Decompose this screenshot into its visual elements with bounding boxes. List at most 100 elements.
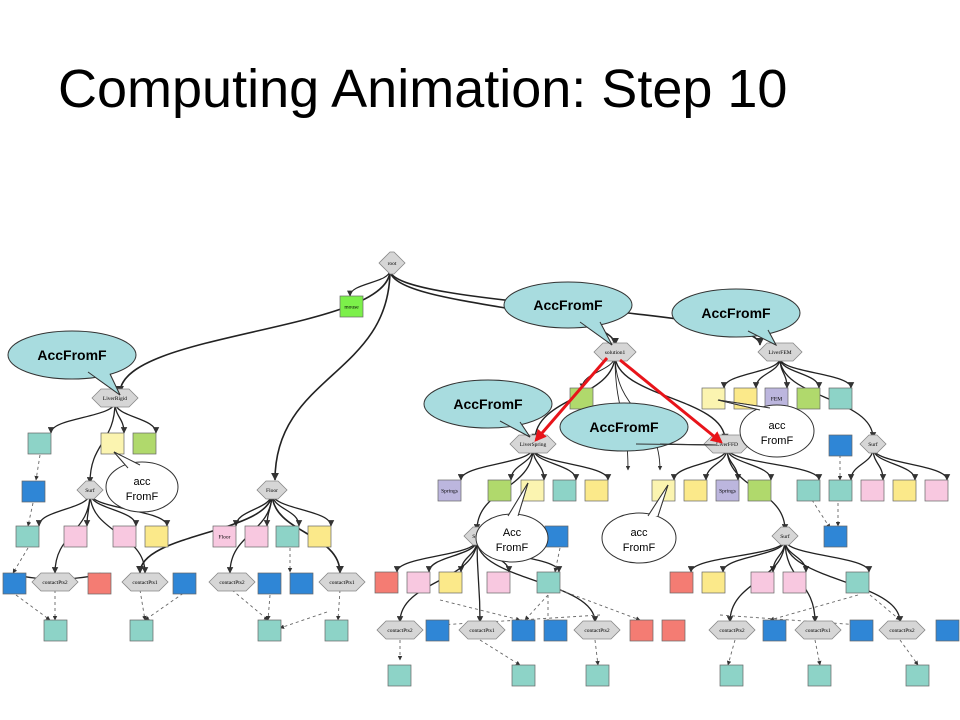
component-box bbox=[425, 619, 450, 642]
contact-points-node: contactPts2 bbox=[208, 572, 256, 592]
callout-text: acc bbox=[768, 420, 786, 432]
component-box bbox=[387, 664, 412, 687]
graph-edge bbox=[719, 539, 786, 573]
component-box bbox=[43, 619, 68, 642]
acc-fromf-callout: AccFromF bbox=[475, 482, 549, 563]
component-box bbox=[828, 434, 853, 457]
mapping-edge bbox=[144, 589, 189, 621]
mapping-edge bbox=[869, 594, 901, 621]
accfromf-callout: AccFromF bbox=[503, 281, 633, 346]
component-box bbox=[112, 525, 137, 548]
component-box bbox=[651, 479, 676, 502]
graph-edge bbox=[271, 269, 391, 481]
contact-points-node: contactPts2 bbox=[573, 620, 621, 640]
component-box bbox=[845, 571, 870, 594]
component-box bbox=[701, 571, 726, 594]
node-label: Floor bbox=[266, 488, 278, 494]
mapping-edge bbox=[524, 594, 549, 621]
component-box bbox=[2, 572, 27, 595]
springs-box: Springs bbox=[437, 479, 462, 502]
liver-spring-node: LiverSpring bbox=[509, 434, 557, 454]
node-label: Floor bbox=[219, 535, 231, 541]
liver-fem-node: LiverFEM bbox=[757, 342, 803, 362]
component-box bbox=[629, 619, 654, 642]
accfromf-callout: AccFromF bbox=[7, 330, 137, 396]
component-box bbox=[661, 619, 686, 642]
surf-node: Surf bbox=[76, 480, 104, 500]
graph-edge bbox=[720, 357, 781, 389]
graph-edge bbox=[779, 357, 855, 389]
node-label: contactPts2 bbox=[387, 628, 413, 634]
graph-edge bbox=[271, 492, 344, 574]
highlight-arrow bbox=[619, 358, 723, 444]
component-box bbox=[544, 525, 569, 548]
component-box bbox=[289, 572, 314, 595]
graph-edge bbox=[271, 492, 335, 527]
component-box bbox=[144, 525, 169, 548]
node-label: Springs bbox=[441, 489, 458, 495]
root-node: root bbox=[378, 251, 406, 275]
component-box bbox=[701, 387, 726, 410]
graph-edge bbox=[784, 539, 904, 623]
component-box bbox=[683, 479, 708, 502]
node-label: solution1 bbox=[605, 350, 626, 356]
callout-text: acc bbox=[630, 527, 648, 539]
graph-edge bbox=[116, 269, 391, 394]
highlight-arrows bbox=[534, 357, 723, 444]
surf-node: Surf bbox=[859, 434, 887, 454]
callout-text: AccFromF bbox=[37, 347, 107, 363]
component-box bbox=[905, 664, 930, 687]
component-box bbox=[15, 525, 40, 548]
component-box bbox=[796, 479, 821, 502]
component-box bbox=[750, 571, 775, 594]
mapping-edge bbox=[279, 611, 328, 629]
node-label: FEM bbox=[771, 397, 782, 403]
node-label: Surf bbox=[780, 533, 790, 540]
mapping-edge bbox=[479, 639, 521, 666]
graph-edge bbox=[476, 539, 599, 623]
component-box bbox=[511, 664, 536, 687]
node-label: LiverFEM bbox=[768, 350, 791, 356]
graph-edge bbox=[396, 539, 478, 623]
accfromf-callout: AccFromF bbox=[671, 288, 801, 347]
graph-edge bbox=[687, 539, 786, 573]
component-box bbox=[807, 664, 832, 687]
accfromf-callout: AccFromF bbox=[423, 379, 553, 438]
contact-points-node: contactPts1 bbox=[458, 620, 506, 640]
floor-box: Floor bbox=[212, 525, 237, 548]
floor-node: Floor bbox=[256, 480, 288, 500]
callout-text: AccFromF bbox=[453, 396, 523, 412]
mapping-edge bbox=[12, 547, 29, 574]
component-box bbox=[849, 619, 874, 642]
component-box bbox=[762, 619, 787, 642]
callout-text: FromF bbox=[623, 542, 656, 554]
component-box bbox=[823, 525, 848, 548]
component-box bbox=[374, 571, 399, 594]
mapping-edge bbox=[899, 639, 919, 666]
component-box bbox=[27, 432, 52, 455]
node-label: Springs bbox=[719, 489, 736, 495]
node-label: root bbox=[388, 261, 397, 267]
component-box bbox=[585, 664, 610, 687]
mapping-edge bbox=[26, 502, 34, 527]
node-label: contactPts1 bbox=[329, 580, 355, 586]
callout-text: AccFromF bbox=[533, 297, 603, 313]
component-box bbox=[307, 525, 332, 548]
graph-edge bbox=[347, 269, 391, 297]
mapping-edge bbox=[719, 614, 861, 627]
component-box bbox=[828, 387, 853, 410]
component-box bbox=[860, 479, 885, 502]
solution-node: solution1 bbox=[593, 342, 637, 362]
node-label: LiverSpring bbox=[520, 442, 547, 448]
mapping-edge bbox=[266, 594, 271, 621]
component-box bbox=[828, 479, 853, 502]
graph-edge bbox=[872, 447, 951, 481]
component-box bbox=[669, 571, 694, 594]
component-box bbox=[63, 525, 88, 548]
contact-points-node: contactPts1 bbox=[318, 572, 366, 592]
contact-points-node: contactPts2 bbox=[376, 620, 424, 640]
component-box bbox=[129, 619, 154, 642]
